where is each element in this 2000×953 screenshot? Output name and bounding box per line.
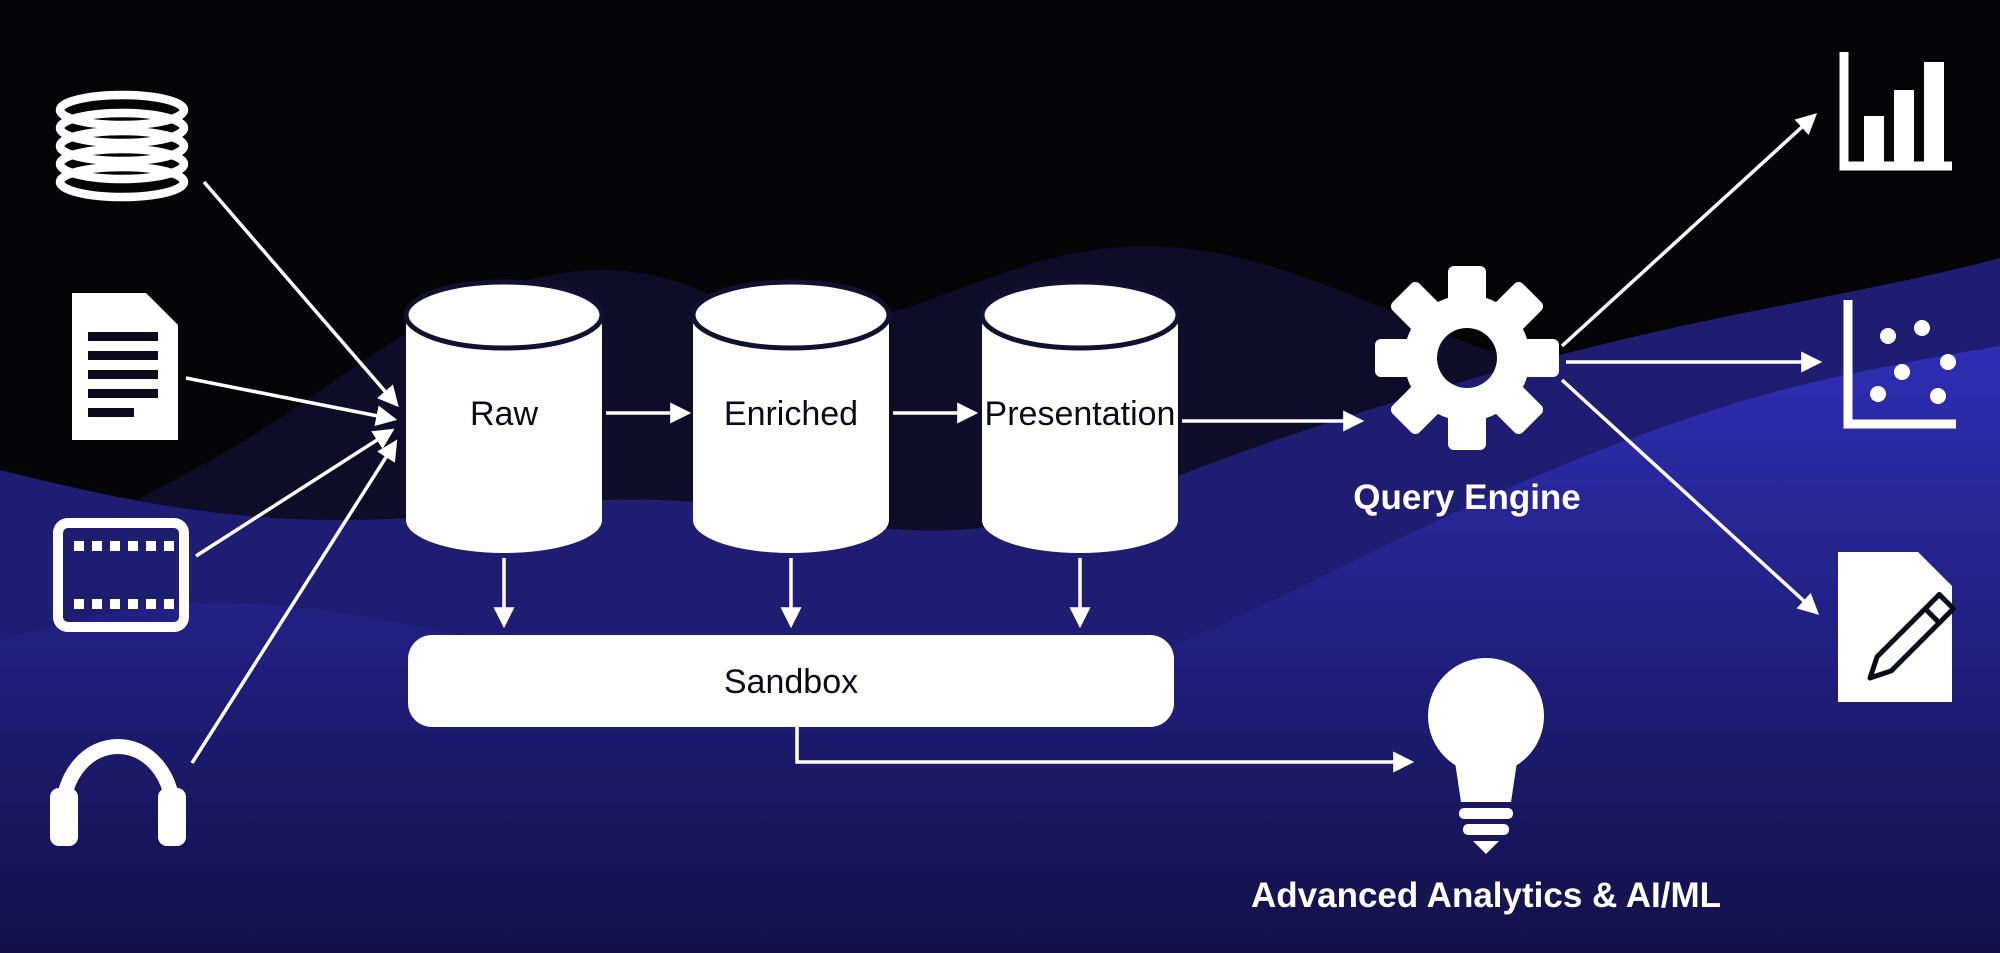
stage-label-enriched: Enriched xyxy=(724,395,858,433)
arrow-sandbox-to-analytics xyxy=(795,727,1415,773)
film-icon xyxy=(53,518,189,632)
gear-icon xyxy=(1375,266,1559,450)
document-pencil-icon xyxy=(1838,552,1956,702)
database-icon xyxy=(55,90,189,202)
sandbox-label: Sandbox xyxy=(724,663,858,701)
lightbulb-icon xyxy=(1428,658,1544,854)
analytics-label: Advanced Analytics & AI/ML xyxy=(1251,876,1721,915)
stage-label-raw: Raw xyxy=(470,395,538,433)
arrow-gear-to-report xyxy=(1560,378,1820,615)
arrow-database-to-raw xyxy=(202,180,399,408)
scatter-chart-icon xyxy=(1843,300,1956,429)
query-engine-label: Query Engine xyxy=(1353,478,1581,517)
headphones-icon xyxy=(50,739,186,846)
stage-label-presentation: Presentation xyxy=(985,395,1176,433)
sandbox-node: Sandbox xyxy=(408,635,1174,727)
stage-cylinder-presentation: Presentation xyxy=(979,279,1181,553)
arrow-document-to-raw xyxy=(185,376,398,427)
arrow-gear-to-bar-chart xyxy=(1560,113,1818,348)
arrow-film-to-raw xyxy=(195,428,395,558)
document-icon xyxy=(72,293,178,440)
stage-cylinder-raw: Raw xyxy=(403,279,605,553)
arrow-headphones-to-raw xyxy=(190,439,398,764)
bar-chart-icon xyxy=(1839,52,1952,171)
stage-cylinder-enriched: Enriched xyxy=(690,279,892,553)
